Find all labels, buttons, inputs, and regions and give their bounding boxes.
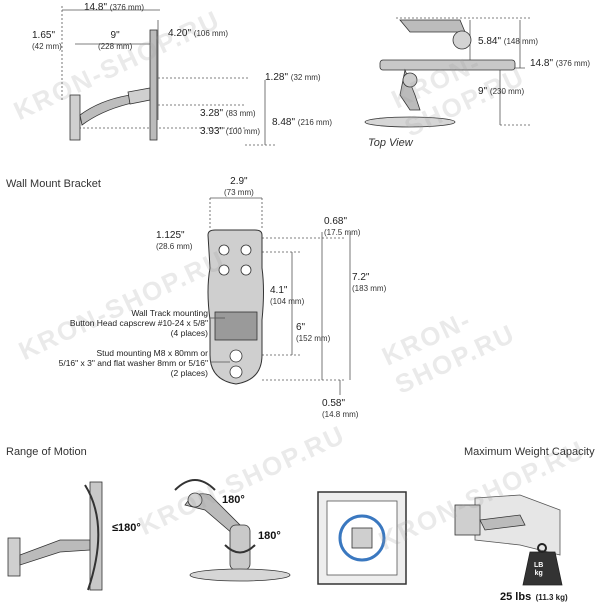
bracket-note-wall-track-line2: Button Head capscrew #10-24 x 5/8" (69, 318, 208, 328)
side-dim-wall-in: 1.65" (32, 30, 56, 41)
side-dim-arm-in: 9" (110, 30, 120, 41)
bracket-dim-width-in: 2.9" (230, 176, 248, 187)
bracket-dim-height-mm: (183 mm) (352, 284, 387, 293)
side-dim-a-mm: (32 mm) (290, 73, 321, 82)
side-dim-a-in: 1.28" (265, 72, 289, 83)
bracket-dim-b-in: 0.68" (324, 216, 348, 227)
side-dim-b: 3.28" (83 mm) (200, 108, 256, 119)
top-dim-c: 9" (230 mm) (478, 86, 524, 97)
motion-drawing-1 (7, 481, 103, 591)
top-dim-b: 14.8" (376 mm) (530, 58, 590, 69)
top-dim-a-mm: (148 mm) (503, 37, 539, 46)
side-dim-arm: 9" (228 mm) (98, 30, 132, 52)
side-dim-arm-mm: (228 mm) (98, 42, 133, 51)
bracket-drawing (207, 197, 351, 395)
side-dim-c-in: 3.93" (200, 126, 224, 137)
motion-drawing-2 (174, 479, 291, 582)
bracket-dim-height: 7.2" (183 mm) (352, 272, 386, 294)
side-view-drawing (61, 6, 275, 146)
top-dim-a: 5.84" (148 mm) (478, 36, 538, 47)
motion-angle-bottom: 180° (258, 530, 281, 542)
side-dim-c: 3.93" (100 mm) (200, 126, 260, 137)
capacity-drawing (454, 494, 563, 586)
bracket-note-stud-line1: Stud mounting M8 x 80mm or (96, 348, 209, 358)
bracket-dim-b: 0.68" (17.5 mm) (324, 216, 360, 238)
bracket-dim-width-mm: (73 mm) (224, 188, 254, 197)
capacity-weight: 25 lbs (11.3 kg) (500, 587, 568, 605)
top-dim-b-in: 14.8" (530, 58, 554, 69)
weight-icon-lb: LB (534, 562, 544, 569)
motion-angle-swivel: ≤180° (112, 522, 141, 534)
capacity-weight-lbs: 25 lbs (500, 591, 532, 603)
side-dim-wall: 1.65" (42 mm) (32, 30, 62, 52)
bracket-note-stud-line3: (2 places) (170, 368, 208, 378)
side-dim-monitor-mm: (106 mm) (193, 29, 229, 38)
side-dim-width-in: 14.8" (84, 2, 108, 13)
motion-title: Range of Motion (6, 446, 87, 458)
bracket-note-stud-line2: 5/16" x 3" and flat washer 8mm or 5/16" (58, 358, 208, 368)
side-dim-b-in: 3.28" (200, 108, 224, 119)
bracket-dim-a: 1.125" (28.6 mm) (156, 230, 192, 252)
side-dim-b-mm: (83 mm) (225, 109, 256, 118)
side-dim-width-mm: (376 mm) (109, 3, 145, 12)
side-dim-height: 8.48" (216 mm) (272, 117, 332, 128)
motion-drawing-3 (317, 491, 407, 585)
bracket-dim-height-in: 7.2" (352, 272, 370, 283)
bracket-dim-c-in: 4.1" (270, 285, 288, 296)
bracket-note-wall-track: Wall Track mounting Button Head capscrew… (70, 308, 208, 338)
bracket-dim-f-mm: (14.8 mm) (322, 410, 359, 419)
top-dim-a-in: 5.84" (478, 36, 502, 47)
motion-angle-top: 180° (222, 494, 245, 506)
top-view-drawing (364, 17, 530, 128)
side-dim-width: 14.8" (376 mm) (84, 2, 144, 13)
bracket-dim-a-mm: (28.6 mm) (156, 242, 193, 251)
top-dim-b-mm: (376 mm) (555, 59, 591, 68)
top-dim-c-in: 9" (478, 86, 488, 97)
weight-icon-kg: kg (534, 570, 543, 577)
bracket-dim-e: 6" (152 mm) (296, 322, 330, 344)
bracket-dim-c-mm: (104 mm) (270, 297, 305, 306)
bracket-dim-f-in: 0.58" (322, 398, 346, 409)
bracket-dim-e-mm: (152 mm) (296, 334, 331, 343)
bracket-note-stud: Stud mounting M8 x 80mm or 5/16" x 3" an… (59, 348, 208, 378)
top-view-caption: Top View (368, 137, 413, 149)
bracket-dim-c: 4.1" (104 mm) (270, 285, 304, 307)
side-dim-c-mm: (100 mm) (225, 127, 261, 136)
bracket-note-wall-track-line3: (4 places) (170, 328, 208, 338)
bracket-dim-f: 0.58" (14.8 mm) (322, 398, 358, 420)
side-dim-monitor: 4.20" (106 mm) (168, 28, 228, 39)
side-dim-height-in: 8.48" (272, 117, 296, 128)
bracket-dim-b-mm: (17.5 mm) (324, 228, 361, 237)
bracket-dim-width: 2.9" (73 mm) (224, 176, 254, 198)
capacity-title: Maximum Weight Capacity (464, 446, 595, 458)
weight-icon: LB kg (534, 562, 543, 578)
side-dim-wall-mm: (42 mm) (32, 42, 62, 51)
bracket-note-wall-track-line1: Wall Track mounting (131, 308, 208, 318)
side-dim-monitor-in: 4.20" (168, 28, 192, 39)
bracket-dim-e-in: 6" (296, 322, 306, 333)
bracket-title: Wall Mount Bracket (6, 178, 101, 190)
top-dim-c-mm: (230 mm) (489, 87, 525, 96)
side-dim-a: 1.28" (32 mm) (265, 72, 321, 83)
bracket-dim-a-in: 1.125" (156, 230, 185, 241)
side-dim-height-mm: (216 mm) (297, 118, 333, 127)
capacity-weight-kg: (11.3 kg) (535, 593, 568, 602)
